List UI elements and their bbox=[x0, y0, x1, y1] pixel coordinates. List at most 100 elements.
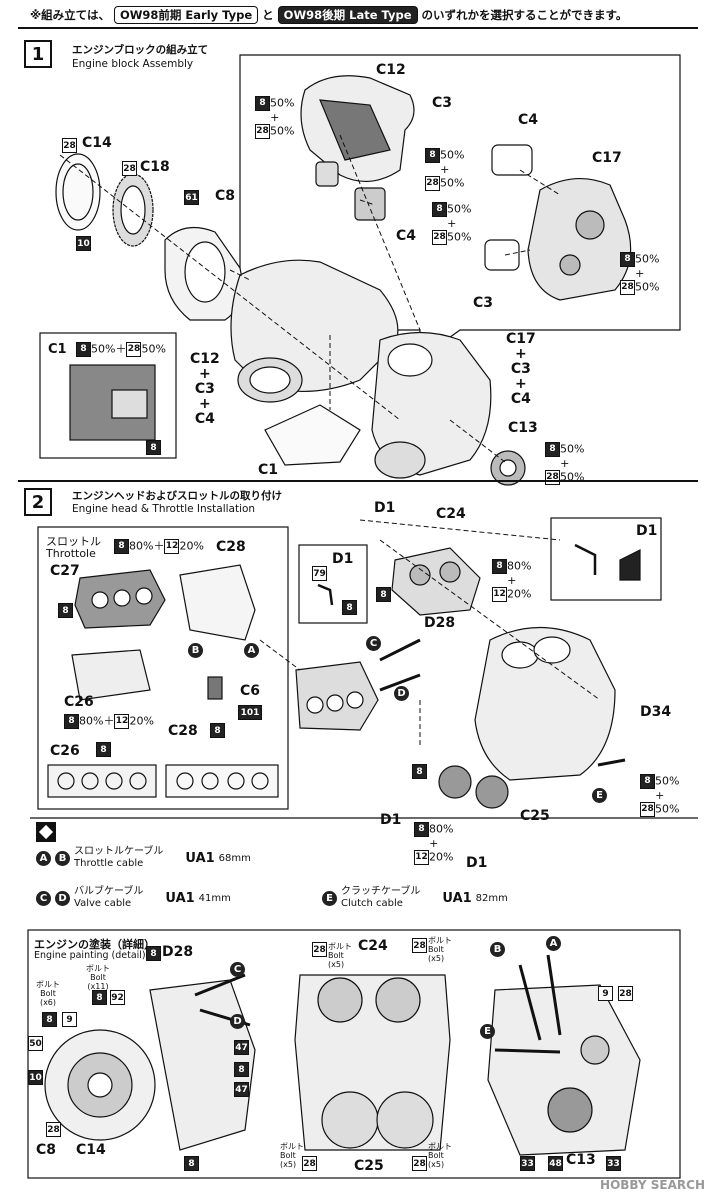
throttle-label-en: Throttole bbox=[46, 547, 96, 560]
cable-d-icon: D bbox=[55, 890, 70, 906]
step1-title-en: Engine block Assembly bbox=[72, 58, 194, 70]
bolt-en: Bolt bbox=[428, 945, 444, 954]
paint-10: 10 bbox=[76, 236, 91, 251]
paint-33-left: 33 bbox=[520, 1156, 535, 1171]
paint-chip-12: 12 bbox=[414, 850, 429, 865]
bolt-en: Bolt bbox=[40, 989, 56, 998]
paint-pct: 20% bbox=[179, 539, 204, 553]
label-c13-paint: C13 bbox=[566, 1152, 596, 1168]
paint-chip-8: 8 bbox=[114, 539, 129, 554]
bolt-jp: ボルト bbox=[280, 1142, 304, 1151]
paint-c1-detail-8: 8 bbox=[146, 440, 161, 455]
paint-8-bottom: 8 bbox=[184, 1156, 199, 1171]
valve-cable-en: Valve cable bbox=[74, 898, 132, 909]
callout-c-paint: C bbox=[230, 962, 245, 977]
bolt-count: (x5) bbox=[428, 954, 445, 963]
c26-view-drawing bbox=[47, 764, 157, 798]
label-c1-detail: C1 bbox=[48, 342, 67, 357]
paint-pct: 50% bbox=[635, 280, 660, 294]
valve-cable-jp: バルブケーブル bbox=[74, 886, 144, 897]
label-assembly-c12-c3-c4: C12 + C3 + C4 bbox=[190, 351, 220, 427]
label-c26: C26 bbox=[64, 694, 94, 710]
label-c6: C6 bbox=[240, 683, 261, 699]
painting-title-jp: エンジンの塗装（詳細） bbox=[34, 938, 155, 951]
paint-chip-28: 28 bbox=[126, 342, 142, 357]
callout-b-paint: B bbox=[490, 942, 505, 957]
bolt-jp: ボルト bbox=[328, 942, 352, 951]
label-d28-paint: D28 bbox=[162, 944, 194, 960]
callout-a-throttle: A bbox=[244, 643, 259, 658]
paint-plus: + bbox=[440, 163, 450, 176]
paint-d1-79: 79 bbox=[312, 566, 327, 581]
clutch-cable-length: 82mm bbox=[475, 892, 508, 904]
paint-chip-8: 8 bbox=[545, 442, 560, 457]
step2-title-jp: エンジンヘッドおよびスロットルの取り付け bbox=[72, 490, 282, 502]
c6-part-drawing bbox=[207, 676, 223, 700]
paint-8-left: 8 bbox=[42, 1012, 57, 1027]
label-c25: C25 bbox=[520, 808, 550, 824]
bolt-en: Bolt bbox=[90, 973, 106, 982]
paint-c27-8: 8 bbox=[58, 603, 73, 618]
paint-33-right: 33 bbox=[606, 1156, 621, 1171]
paint-chip-12: 12 bbox=[492, 587, 507, 602]
paint-28-right: 28 bbox=[618, 986, 633, 1001]
paint-28-head-left: 28 bbox=[312, 942, 327, 957]
paint-pct: 50% bbox=[440, 176, 465, 190]
early-type-badge: OW98前期 Early Type bbox=[113, 6, 259, 24]
paint-pct: 20% bbox=[129, 714, 154, 728]
paint-chip-8: 8 bbox=[414, 822, 429, 837]
header-prefix: ※組み立ては、 bbox=[30, 8, 110, 22]
label-c3-bottom: C3 bbox=[473, 295, 494, 311]
paint-c6-101: 101 bbox=[238, 705, 262, 720]
label-c28-top: C28 bbox=[216, 539, 246, 555]
valve-cable-names: バルブケーブル Valve cable bbox=[74, 886, 143, 910]
clutch-cable-names: クラッチケーブル Clutch cable bbox=[341, 886, 420, 910]
clutch-cable-code: UA1 bbox=[442, 890, 472, 906]
label-c8: C8 bbox=[215, 188, 236, 204]
paint-c8: 61 bbox=[184, 190, 199, 205]
paint-8-mid: 8 bbox=[234, 1062, 249, 1077]
label-c4-left: C4 bbox=[396, 228, 417, 244]
label-c24-paint: C24 bbox=[358, 938, 388, 954]
bolt-count: (x5) bbox=[328, 960, 345, 969]
label-d1-bottom-right: D1 bbox=[466, 855, 488, 871]
valve-cable-length: 41mm bbox=[198, 892, 231, 904]
header-suffix: のいずれかを選択することができます。 bbox=[421, 8, 628, 22]
paint-pct: 80% bbox=[429, 822, 454, 836]
bolt-count: (x5) bbox=[428, 1160, 445, 1169]
c1-plate-drawing bbox=[264, 404, 361, 466]
paint-chip-8: 8 bbox=[492, 559, 507, 574]
paint-10-left: 10 bbox=[28, 1070, 43, 1085]
label-c4-right: C4 bbox=[518, 112, 539, 128]
c24-head-drawing bbox=[391, 547, 481, 616]
paint-48: 48 bbox=[548, 1156, 563, 1171]
label-d28: D28 bbox=[424, 615, 456, 631]
paint-chip-12: 12 bbox=[164, 539, 180, 554]
label-d1-top: D1 bbox=[374, 500, 396, 516]
throttle-cable-names: スロットルケーブル Throttle cable bbox=[74, 846, 163, 870]
header-divider bbox=[18, 27, 698, 29]
paint-pct: 50% bbox=[447, 230, 472, 244]
diamond-icon bbox=[38, 824, 54, 840]
cable-e-icon: E bbox=[322, 890, 337, 906]
valve-cable-code: UA1 bbox=[165, 890, 195, 906]
c25-cover-drawing bbox=[438, 765, 472, 799]
paint-92: 92 bbox=[110, 990, 125, 1005]
step2-title-en: Engine head & Throttle Installation bbox=[72, 503, 256, 515]
throttle-subassembly-box bbox=[37, 526, 289, 810]
label-c1: C1 bbox=[258, 462, 279, 478]
callout-e: E bbox=[592, 788, 607, 803]
paint-c18: 28 bbox=[122, 161, 137, 176]
label-d1-box: D1 bbox=[332, 551, 354, 567]
cable-note-marker bbox=[36, 822, 56, 842]
paint-28-head-right: 28 bbox=[412, 938, 427, 953]
throttle-cable-spec: A B スロットルケーブル Throttle cable UA1 68mm bbox=[36, 846, 251, 870]
